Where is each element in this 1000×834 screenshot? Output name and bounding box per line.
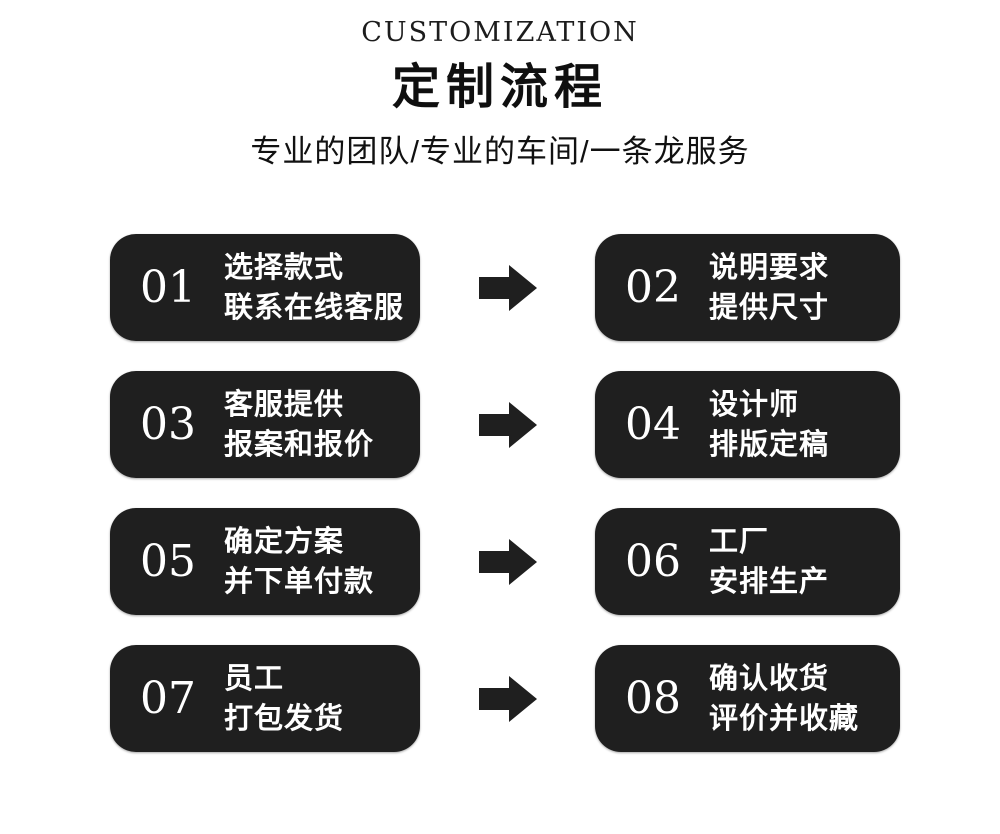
step-line-1: 设计师 xyxy=(709,388,800,421)
step-number: 08 xyxy=(625,672,681,724)
arrow-right-icon xyxy=(420,264,595,311)
step-text: 说明要求 提供尺寸 xyxy=(709,248,829,328)
step-line-2: 评价并收藏 xyxy=(709,702,860,735)
step-line-2: 联系在线客服 xyxy=(224,291,405,324)
step-line-1: 工厂 xyxy=(709,525,770,558)
process-flow: 01 选择款式 联系在线客服 02 说明要求 提供尺寸 03 xyxy=(0,234,1000,752)
step-line-1: 确定方案 xyxy=(224,525,345,558)
step-line-2: 报案和报价 xyxy=(224,428,375,461)
step-box-05: 05 确定方案 并下单付款 xyxy=(110,508,420,615)
eyebrow-text: CUSTOMIZATION xyxy=(361,17,639,48)
step-number: 02 xyxy=(625,261,681,313)
step-text: 工厂 安排生产 xyxy=(709,522,829,602)
step-box-04: 04 设计师 排版定稿 xyxy=(595,371,900,478)
step-line-1: 说明要求 xyxy=(709,251,830,284)
flow-row-3: 05 确定方案 并下单付款 06 工厂 安排生产 xyxy=(110,508,900,615)
step-line-1: 客服提供 xyxy=(224,388,345,421)
arrow-right-icon xyxy=(420,401,595,448)
flow-row-2: 03 客服提供 报案和报价 04 设计师 排版定稿 xyxy=(110,371,900,478)
step-text: 确定方案 并下单付款 xyxy=(224,522,374,602)
step-line-1: 员工 xyxy=(224,662,285,695)
step-line-2: 提供尺寸 xyxy=(709,291,830,324)
step-line-1: 确认收货 xyxy=(709,662,830,695)
step-box-03: 03 客服提供 报案和报价 xyxy=(110,371,420,478)
arrow-right-icon xyxy=(420,675,595,722)
page-title: 定制流程 xyxy=(391,61,608,114)
step-line-2: 并下单付款 xyxy=(224,565,375,598)
arrow-right-icon xyxy=(420,538,595,585)
flow-row-4: 07 员工 打包发货 08 确认收货 评价并收藏 xyxy=(110,645,900,752)
flow-row-1: 01 选择款式 联系在线客服 02 说明要求 提供尺寸 xyxy=(110,234,900,341)
step-number: 01 xyxy=(140,261,196,313)
step-text: 员工 打包发货 xyxy=(224,659,344,739)
step-text: 选择款式 联系在线客服 xyxy=(224,248,404,328)
step-box-07: 07 员工 打包发货 xyxy=(110,645,420,752)
step-line-2: 安排生产 xyxy=(709,565,830,598)
step-box-06: 06 工厂 安排生产 xyxy=(595,508,900,615)
step-line-1: 选择款式 xyxy=(224,251,345,284)
step-number: 04 xyxy=(625,398,681,450)
page-subtitle: 专业的团队/专业的车间/一条龙服务 xyxy=(250,134,750,169)
page-header: CUSTOMIZATION 定制流程 专业的团队/专业的车间/一条龙服务 xyxy=(0,0,1000,172)
step-number: 07 xyxy=(140,672,196,724)
step-box-02: 02 说明要求 提供尺寸 xyxy=(595,234,900,341)
step-box-08: 08 确认收货 评价并收藏 xyxy=(595,645,900,752)
step-number: 05 xyxy=(140,535,196,587)
step-text: 确认收货 评价并收藏 xyxy=(709,659,859,739)
step-number: 03 xyxy=(140,398,196,450)
step-text: 设计师 排版定稿 xyxy=(709,385,829,465)
step-number: 06 xyxy=(625,535,681,587)
step-line-2: 打包发货 xyxy=(224,702,345,735)
step-text: 客服提供 报案和报价 xyxy=(224,385,374,465)
step-line-2: 排版定稿 xyxy=(709,428,830,461)
step-box-01: 01 选择款式 联系在线客服 xyxy=(110,234,420,341)
